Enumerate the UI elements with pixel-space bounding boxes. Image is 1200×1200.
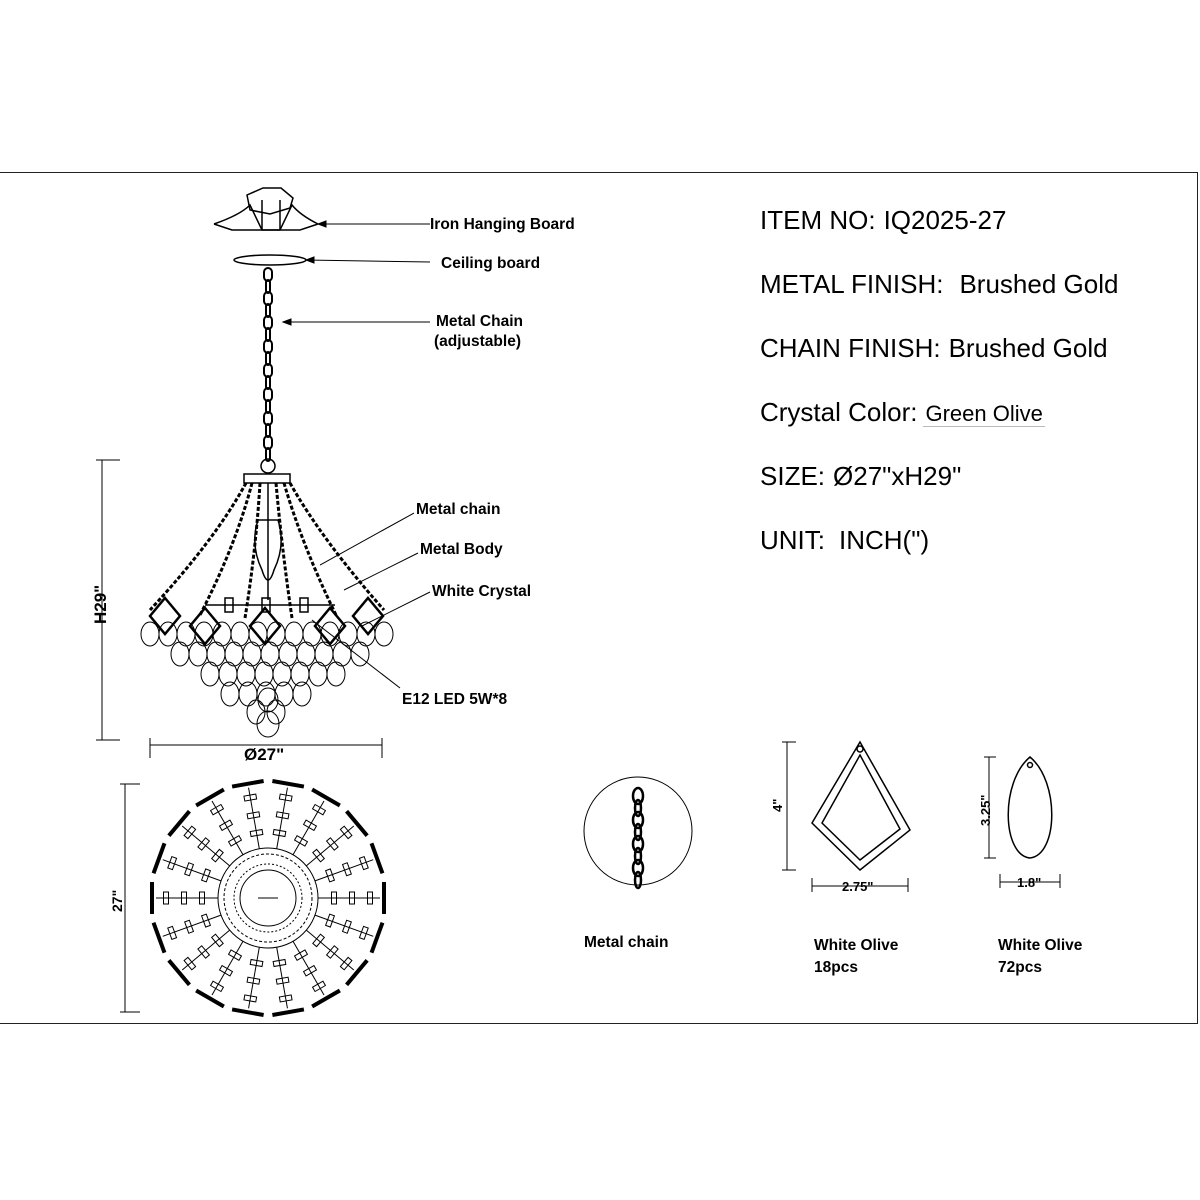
spec-chain-finish-value: Brushed Gold <box>948 333 1108 363</box>
crystal-drops-icon <box>140 621 394 738</box>
chandelier-body-icon <box>148 458 386 646</box>
top-view-label: 27" <box>109 890 125 912</box>
diamond-height-label: 4" <box>770 799 785 812</box>
height-label: H29" <box>91 585 110 624</box>
spec-item-no: ITEM NO:IQ2025-27 <box>760 205 1006 236</box>
diamond-width-label: 2.75" <box>842 879 873 894</box>
spec-unit: UNIT: INCH(") <box>760 525 929 556</box>
spec-unit-label: UNIT: <box>760 525 825 555</box>
diameter-dimension <box>149 738 383 758</box>
callout-metal-chain-adjustable: (adjustable) <box>434 333 521 350</box>
spec-crystal-color: Crystal Color:Green Olive <box>760 397 1045 428</box>
spec-chain-finish-label: CHAIN FINISH: <box>760 333 941 363</box>
spec-size: SIZE:Ø27"xH29" <box>760 461 961 492</box>
teardrop-width-label: 1.8" <box>1017 875 1041 890</box>
top-view-icon <box>150 779 386 1017</box>
callout-metal-body: Metal Body <box>420 541 503 558</box>
diamond-name: White Olive <box>814 937 899 954</box>
spec-item-no-label: ITEM NO: <box>760 205 876 235</box>
spec-crystal-color-label: Crystal Color: <box>760 397 918 427</box>
top-view-dimension <box>120 783 140 1013</box>
height-dimension <box>96 459 120 741</box>
callout-ceiling-board: Ceiling board <box>441 255 540 272</box>
spec-item-no-value: IQ2025-27 <box>883 205 1007 235</box>
chain-part-label: Metal chain <box>584 934 668 951</box>
hanging-chain-icon <box>263 267 273 462</box>
chain-detail-icon <box>583 776 693 886</box>
callout-iron-hanging-board: Iron Hanging Board <box>430 216 575 233</box>
callout-metal-chain: Metal chain <box>416 501 500 518</box>
teardrop-dimensions <box>984 756 1061 888</box>
ceiling-board-icon <box>233 254 307 266</box>
diameter-label: Ø27" <box>244 745 284 764</box>
callout-bulb: E12 LED 5W*8 <box>402 691 507 708</box>
diamond-dimensions <box>782 741 909 892</box>
spec-metal-finish-value: Brushed Gold <box>959 269 1119 299</box>
teardrop-qty: 72pcs <box>998 959 1042 976</box>
callout-metal-chain-top: Metal Chain <box>436 313 523 330</box>
leader-lines <box>281 220 431 689</box>
teardrop-crystal-icon <box>1007 756 1053 859</box>
iron-hanging-board-icon <box>213 187 319 231</box>
diamond-crystal-icon <box>811 740 911 872</box>
spec-size-value: Ø27"xH29" <box>833 461 962 491</box>
spec-unit-value: INCH(") <box>839 525 930 555</box>
spec-metal-finish: METAL FINISH: Brushed Gold <box>760 269 1118 300</box>
spec-metal-finish-label: METAL FINISH: <box>760 269 944 299</box>
diamond-qty: 18pcs <box>814 959 858 976</box>
callout-white-crystal: White Crystal <box>432 583 531 600</box>
teardrop-height-label: 3.25" <box>978 795 993 826</box>
spec-size-label: SIZE: <box>760 461 826 491</box>
chain-links-icon <box>631 786 645 890</box>
spec-crystal-color-value: Green Olive <box>923 401 1045 427</box>
drawing-frame <box>0 172 1198 1024</box>
spec-chain-finish: CHAIN FINISH:Brushed Gold <box>760 333 1108 364</box>
teardrop-name: White Olive <box>998 937 1083 954</box>
